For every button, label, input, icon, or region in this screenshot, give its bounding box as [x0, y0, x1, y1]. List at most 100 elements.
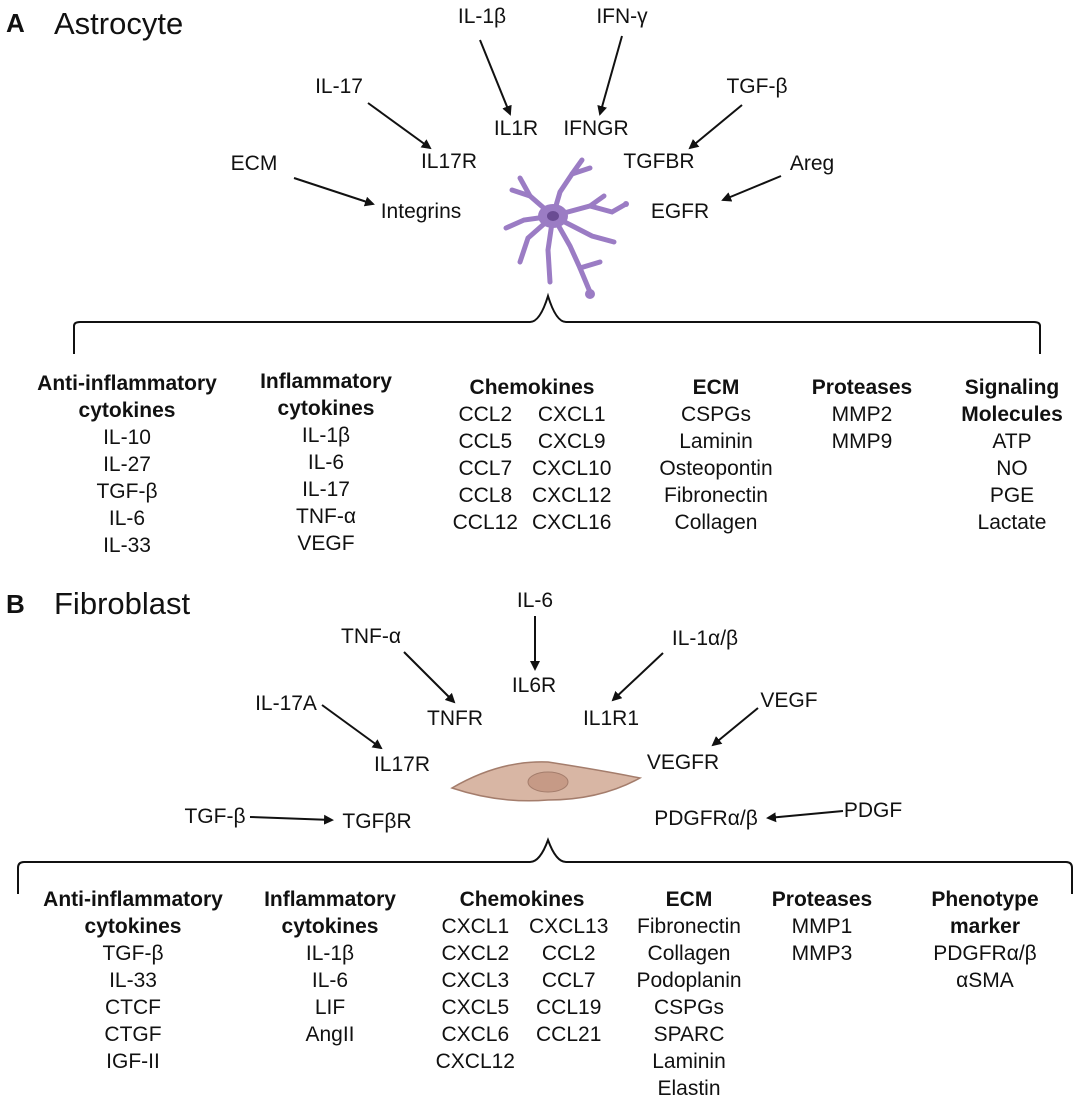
- chemokine-subcolumn-right: CXCL13 CCL2 CCL7 CCL19 CCL21: [529, 913, 608, 1075]
- receptor-il1r: IL1R: [493, 117, 539, 140]
- col-heading: marker: [949, 915, 1021, 938]
- arrow-areg: [721, 175, 782, 202]
- receptor-il17r: IL17R: [420, 150, 478, 173]
- ligand-tnfa: TNF-α: [341, 625, 401, 648]
- list-item: CTGF: [104, 1023, 162, 1046]
- list-item: MMP3: [791, 942, 853, 965]
- chemokine-subcolumn-left: CXCL1 CXCL2 CXCL3 CXCL5 CXCL6 CXCL12: [436, 913, 515, 1075]
- list-item: IL-10: [103, 426, 151, 449]
- list-item: Elastin: [657, 1077, 721, 1100]
- receptor-pdgfr: PDGFRα/β: [654, 807, 758, 830]
- list-item: Collagen: [647, 942, 731, 965]
- arrow-ecm: [293, 177, 375, 207]
- panel-a-col-anti-inflammatory: Anti-inflammatory cytokines IL-10 IL-27 …: [37, 370, 217, 559]
- list-item: AngII: [305, 1023, 355, 1046]
- receptor-il17r-b: IL17R: [373, 753, 431, 776]
- list-item: IL-1β: [305, 942, 355, 965]
- col-heading: ECM: [665, 888, 713, 911]
- panel-b-title: Fibroblast: [54, 586, 191, 621]
- list-item: CCL2: [541, 942, 596, 965]
- ligand-tgfb: TGF-β: [726, 75, 788, 98]
- list-item: CXCL2: [441, 942, 510, 965]
- panel-b-col-chemokines: Chemokines CXCL1 CXCL2 CXCL3 CXCL5 CXCL6…: [436, 886, 609, 1075]
- panel-b-col-ecm: ECM Fibronectin Collagen Podoplanin CSPG…: [636, 886, 741, 1102]
- receptor-tgfbr-b: TGFβR: [342, 810, 412, 833]
- col-heading: Anti-inflammatory: [37, 372, 217, 395]
- arrow-ifng: [597, 35, 623, 116]
- receptor-tgfbr: TGFBR: [623, 150, 695, 173]
- receptor-il1r1: IL1R1: [582, 707, 640, 730]
- arrow-pdgf: [766, 810, 844, 823]
- col-heading: Signaling: [964, 376, 1060, 399]
- receptor-integrins: Integrins: [380, 200, 462, 223]
- ligand-il1b: IL-1β: [457, 5, 507, 28]
- receptor-vegfr: VEGFR: [646, 751, 720, 774]
- arrow-tnfa: [403, 651, 456, 704]
- col-heading: Chemokines: [459, 888, 585, 911]
- panel-a-col-signaling: Signaling Molecules ATP NO PGE Lactate: [961, 374, 1063, 536]
- panel-a-col-proteases: Proteases MMP2 MMP9: [812, 374, 912, 455]
- list-item: NO: [996, 457, 1028, 480]
- chemokine-subcolumn-left: CCL2 CCL5 CCL7 CCL8 CCL12: [453, 401, 518, 536]
- col-heading: ECM: [692, 376, 740, 399]
- arrow-tgfb-b: [249, 814, 334, 825]
- list-item: PGE: [989, 484, 1035, 507]
- list-item: CXCL5: [441, 996, 510, 1019]
- ligand-pdgf: PDGF: [843, 799, 903, 822]
- col-heading: Inflammatory: [264, 888, 396, 911]
- list-item: Lactate: [977, 511, 1047, 534]
- chemokine-subcolumns: CXCL1 CXCL2 CXCL3 CXCL5 CXCL6 CXCL12 CXC…: [436, 913, 609, 1075]
- list-item: MMP9: [831, 430, 893, 453]
- list-item: TGF-β: [102, 942, 164, 965]
- panel-b-col-inflammatory: Inflammatory cytokines IL-1β IL-6 LIF An…: [264, 886, 396, 1048]
- list-item: CXCL9: [537, 430, 606, 453]
- panel-b-col-proteases: Proteases MMP1 MMP3: [772, 886, 872, 967]
- ligand-il17: IL-17: [315, 75, 363, 98]
- list-item: Collagen: [674, 511, 758, 534]
- list-item: CXCL13: [529, 915, 609, 938]
- panel-a-letter: A: [6, 8, 25, 38]
- chemokine-subcolumns: CCL2 CCL5 CCL7 CCL8 CCL12 CXCL1 CXCL9 CX…: [453, 401, 612, 536]
- receptor-tnfr: TNFR: [427, 707, 483, 730]
- list-item: IL-1β: [301, 424, 351, 447]
- ligand-il17a: IL-17A: [255, 692, 317, 715]
- list-item: Fibronectin: [664, 484, 768, 507]
- list-item: CXCL12: [435, 1050, 515, 1073]
- list-item: CCL7: [541, 969, 596, 992]
- list-item: VEGF: [297, 532, 355, 555]
- col-heading: cytokines: [277, 397, 375, 420]
- col-heading: Anti-inflammatory: [43, 888, 223, 911]
- list-item: CXCL16: [531, 511, 612, 534]
- panel-b-col-phenotype: Phenotype marker PDGFRα/β αSMA: [931, 886, 1038, 994]
- list-item: CCL5: [458, 430, 513, 453]
- col-heading: Chemokines: [469, 376, 595, 399]
- panel-a-col-inflammatory: Inflammatory cytokines IL-1β IL-6 IL-17 …: [260, 368, 392, 557]
- arrow-tgfb: [688, 104, 743, 150]
- list-item: ATP: [992, 430, 1032, 453]
- list-item: TGF-β: [96, 480, 158, 503]
- fibroblast-nucleus: [527, 771, 569, 793]
- ligand-il1ab: IL-1α/β: [671, 627, 739, 650]
- col-heading: Inflammatory: [260, 370, 392, 393]
- list-item: PDGFRα/β: [933, 942, 1037, 965]
- list-item: CXCL1: [537, 403, 606, 426]
- list-item: CXCL10: [531, 457, 612, 480]
- list-item: CXCL3: [441, 969, 510, 992]
- list-item: MMP2: [831, 403, 893, 426]
- panel-a-title: Astrocyte: [54, 6, 184, 41]
- list-item: αSMA: [956, 969, 1014, 992]
- list-item: SPARC: [653, 1023, 725, 1046]
- astrocyte-cell-icon: [503, 157, 629, 295]
- col-heading: Molecules: [961, 403, 1063, 426]
- panel-a-col-chemokines: Chemokines CCL2 CCL5 CCL7 CCL8 CCL12 CXC…: [453, 374, 612, 536]
- list-item: Osteopontin: [659, 457, 773, 480]
- ligand-vegf: VEGF: [760, 689, 818, 712]
- list-item: MMP1: [791, 915, 853, 938]
- panel-b-brace: [17, 837, 1073, 894]
- list-item: Fibronectin: [637, 915, 741, 938]
- list-item: IGF-II: [106, 1050, 160, 1073]
- col-heading: cytokines: [281, 915, 379, 938]
- list-item: CSPGs: [680, 403, 751, 426]
- list-item: IL-33: [109, 969, 157, 992]
